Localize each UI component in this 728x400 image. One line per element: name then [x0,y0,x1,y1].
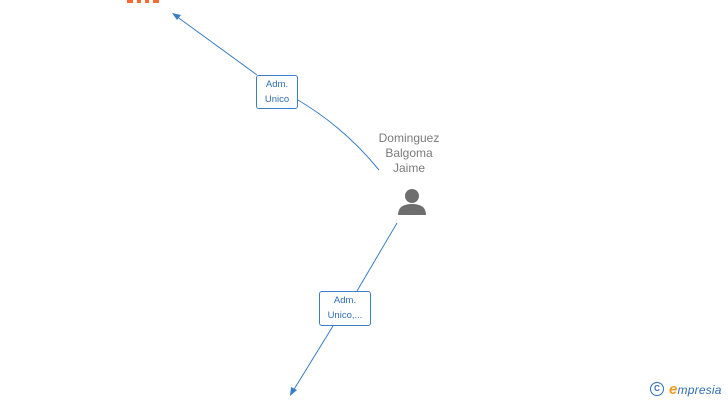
person-name-line: Jaime [392,161,425,175]
brand-initial: e [669,380,678,398]
edge-label-top[interactable]: Adm. Unico [256,75,298,109]
edge-label-line: Adm. [265,79,289,90]
edge-line-top [175,15,380,171]
brand-logo: empresia [669,381,722,398]
person-name-line: Balgoma [385,146,433,160]
arrowhead-top [172,13,181,20]
edge-label-line: Adm. [333,295,357,306]
brand-rest: mpresia [677,382,722,397]
person-icon[interactable] [398,189,426,215]
building-icon[interactable] [127,0,159,3]
edge-line-bottom [292,222,398,392]
edge-label-bottom[interactable]: Adm. Unico,... [319,291,371,326]
edge-label-line: Unico [264,94,290,105]
person-name-line: Dominguez [378,131,440,145]
person-name[interactable]: Dominguez Balgoma Jaime [364,131,454,176]
arrowhead-bottom [290,387,297,396]
brand-watermark: C empresia [650,380,722,398]
copyright-icon: C [650,382,664,396]
edge-label-line: Unico,... [327,310,363,321]
